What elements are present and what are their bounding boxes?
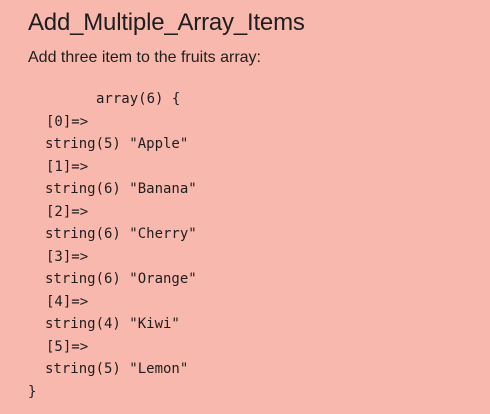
array-value: string(6) "Orange" <box>45 271 197 287</box>
array-key: [1]=> <box>46 158 89 175</box>
array-key: [3]=> <box>46 248 89 265</box>
array-value: string(6) "Banana" <box>45 181 197 197</box>
page-title: Add_Multiple_Array_Items <box>28 9 305 36</box>
array-key: [4]=> <box>46 293 89 310</box>
instruction-text: Add three item to the fruits array: <box>28 49 261 66</box>
array-value: string(5) "Apple" <box>45 136 189 152</box>
array-dump-header: array(6) { <box>96 91 181 107</box>
array-key: [5]=> <box>46 338 89 355</box>
array-value: string(5) "Lemon" <box>45 361 189 377</box>
array-dump-closing-brace: } <box>28 383 37 400</box>
array-value: string(4) "Kiwi" <box>45 316 180 332</box>
array-value: string(6) "Cherry" <box>45 226 197 242</box>
array-dump-output: array(6) { [0]=> string(5) "Apple" [1]=>… <box>28 88 468 403</box>
array-key: [0]=> <box>46 113 89 130</box>
array-key: [2]=> <box>46 203 89 220</box>
